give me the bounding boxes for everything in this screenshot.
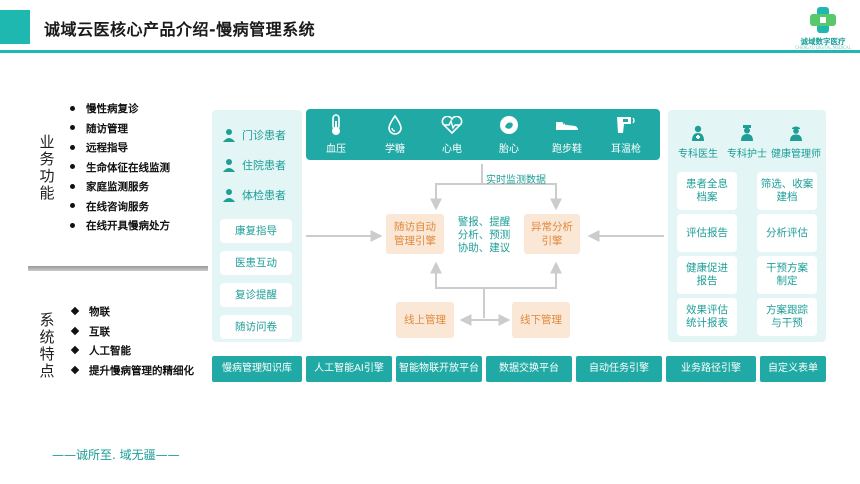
box-assessment-report: 评估报告 <box>677 214 737 252</box>
section-divider <box>28 266 208 271</box>
online-management-box: 线上管理 <box>396 302 454 338</box>
realtime-monitoring-label: 实时监测数据 <box>486 175 546 186</box>
followup-engine-box: 随访自动管理引擎 <box>386 214 444 254</box>
logo-text: 诚域数字医疗 <box>800 37 846 46</box>
offline-management-box: 线下管理 <box>512 302 570 338</box>
staff-specialist-nurse: 专科护士 <box>721 124 773 160</box>
header-accent-bar <box>0 10 30 44</box>
platform-custom-form: 自定义表单 <box>760 356 826 382</box>
box-intervention-plan: 干预方案制定 <box>757 256 817 294</box>
fetal-icon <box>500 116 518 134</box>
list-item: 在线咨询服务 <box>70 198 170 218</box>
patient-icon <box>223 129 235 142</box>
device-blood-sugar: 学糖 <box>372 114 418 155</box>
platform-data-exchange: 数据交换平台 <box>486 356 572 382</box>
business-function-list: 慢性病复诊 随访管理 远程指导 生命体征在线监测 家庭监测服务 在线咨询服务 在… <box>70 100 170 237</box>
box-patient-holographic-record: 患者全息档案 <box>677 172 737 210</box>
section-business-functions-label: 业 务 功 能 <box>39 133 55 202</box>
logo-cross-icon <box>810 7 836 33</box>
page-title: 诚域云医核心产品介绍-慢病管理系统 <box>44 20 316 39</box>
alert-analysis-text: 警报、提醒 分析、预测 协助、建议 <box>457 216 511 254</box>
iot-device-bar <box>306 109 660 160</box>
box-analysis-assessment: 分析评估 <box>757 214 817 252</box>
logo-subtext: CHENGYU DIGITAL MEDICAL <box>795 45 851 50</box>
list-item: 在线开具慢病处方 <box>70 217 170 237</box>
platform-ai-engine: 人工智能AI引擎 <box>306 356 392 382</box>
patient-type-checkup: 体检患者 <box>222 187 286 203</box>
service-revisit-reminder: 复诊提醒 <box>220 283 292 307</box>
list-item: 远程指导 <box>70 139 170 159</box>
staff-health-manager: 健康管理师 <box>770 124 822 160</box>
device-running-shoe: 跑步鞋 <box>544 114 590 155</box>
patient-icon <box>223 159 235 172</box>
service-followup-questionnaire: 随访问卷 <box>220 315 292 339</box>
company-slogan: ——诚所至. 域无疆—— <box>52 448 180 462</box>
service-doctor-patient-interaction: 医患互动 <box>220 251 292 275</box>
shoe-icon <box>556 121 578 130</box>
list-item: 家庭监测服务 <box>70 178 170 198</box>
box-screening-filing: 筛选、收案建档 <box>757 172 817 210</box>
list-item: 人工智能 <box>70 342 194 362</box>
device-ear-thermometer: 耳温枪 <box>603 114 649 155</box>
header-divider <box>0 50 860 53</box>
patient-type-outpatient: 门诊患者 <box>222 127 286 143</box>
list-item: 物联 <box>70 303 194 323</box>
platform-iot-open-platform: 智能物联开放平台 <box>396 356 482 382</box>
list-item: 互联 <box>70 323 194 343</box>
device-fetal-heart: 胎心 <box>486 114 532 155</box>
device-blood-pressure: 血压 <box>313 114 359 155</box>
device-ecg: 心电 <box>429 114 475 155</box>
heartbeat-icon <box>441 116 463 134</box>
anomaly-engine-box: 异常分析引擎 <box>524 214 580 254</box>
system-feature-list: 物联 互联 人工智能 提升慢病管理的精细化 <box>70 303 194 382</box>
list-item: 随访管理 <box>70 120 170 140</box>
thermometer-icon <box>332 114 340 135</box>
box-effect-evaluation: 效果评估统计报表 <box>677 298 737 336</box>
patient-icon <box>223 189 235 202</box>
list-item: 慢性病复诊 <box>70 100 170 120</box>
platform-knowledge-base: 慢病管理知识库 <box>212 356 302 382</box>
list-item: 生命体征在线监测 <box>70 159 170 179</box>
drop-icon <box>388 115 402 135</box>
manager-icon <box>790 126 802 141</box>
list-item: 提升慢病管理的精细化 <box>70 362 194 382</box>
ear-thermometer-icon <box>617 117 635 133</box>
doctor-icon <box>692 125 704 141</box>
section-system-features-label: 系 统 特 点 <box>39 311 55 380</box>
box-health-promotion-report: 健康促进报告 <box>677 256 737 294</box>
platform-business-path-engine: 业务路径引擎 <box>666 356 756 382</box>
nurse-icon <box>741 125 753 141</box>
company-logo: 诚域数字医疗 CHENGYU DIGITAL MEDICAL <box>790 4 856 50</box>
box-plan-tracking: 方案跟踪与干预 <box>757 298 817 336</box>
patient-type-inpatient: 住院患者 <box>222 157 286 173</box>
service-rehab-guidance: 康复指导 <box>220 219 292 243</box>
platform-auto-task-engine: 自动任务引擎 <box>576 356 662 382</box>
staff-specialist-doctor: 专科医生 <box>672 124 724 160</box>
